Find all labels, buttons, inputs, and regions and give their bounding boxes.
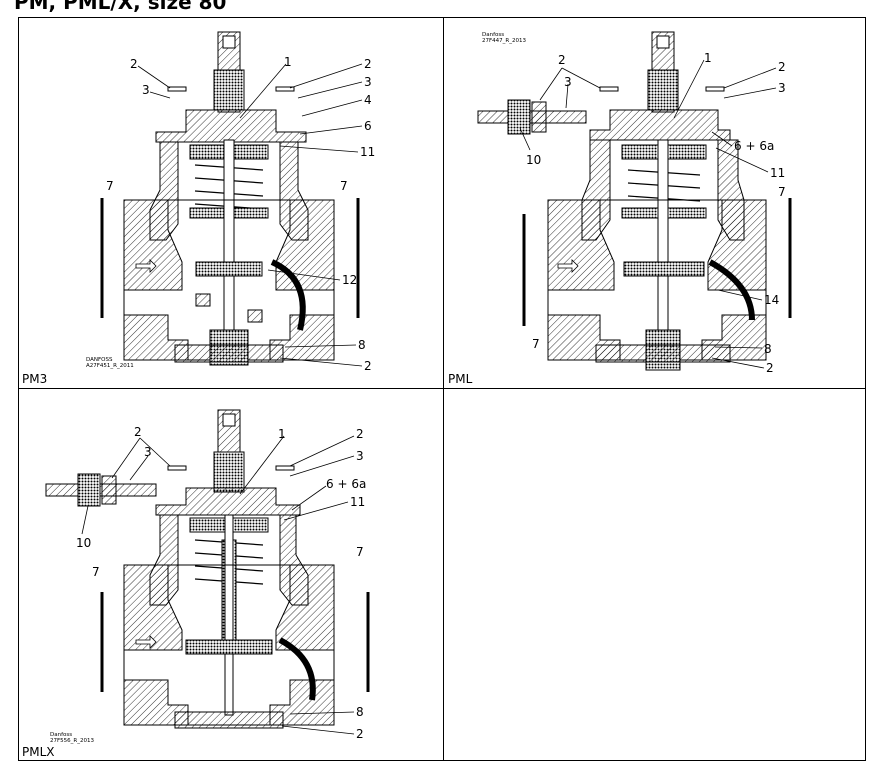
pm3-callout-7b: 7 — [340, 179, 348, 193]
pmlx-callout-3a: 3 — [356, 449, 364, 463]
pml-callout-11: 11 — [770, 166, 785, 180]
pm3-callout-3b: 3 — [142, 83, 150, 97]
pml-callout-7b: 7 — [778, 185, 786, 199]
pml-callout-14: 14 — [764, 293, 779, 307]
pmlx-callout-2a: 2 — [356, 427, 364, 441]
valve-pmlx: 1 2 3 6 + 6a 11 8 2 2 3 10 7 7 — [45, 409, 370, 741]
pml-callout-3b: 3 — [564, 75, 572, 89]
pm3-callout-3a: 3 — [364, 75, 372, 89]
panel-label-pmlx: PMLX — [22, 745, 55, 759]
figure-grid — [18, 17, 866, 761]
pmlx-credit: Danfoss 27F556_R_2013 — [50, 732, 94, 744]
panel-label-pml: PML — [448, 372, 473, 386]
pm3-callout-12: 12 — [342, 273, 357, 287]
pm3-callout-1: 1 — [284, 55, 292, 69]
pmlx-callout-8: 8 — [356, 705, 364, 719]
pmlx-credit-line2: 27F556_R_2013 — [50, 738, 94, 744]
pml-credit-line1: Danfoss — [482, 32, 505, 38]
pm3-callout-11: 11 — [360, 145, 375, 159]
pmlx-callout-11: 11 — [350, 495, 365, 509]
pm3-credit-line2: A27F451_R_2011 — [86, 363, 134, 369]
pm3-callout-2b: 2 — [130, 57, 138, 71]
pmlx-credit-line1: Danfoss — [50, 732, 73, 738]
pml-callout-3a: 3 — [778, 81, 786, 95]
grid-divider-horizontal — [18, 388, 866, 389]
pmlx-callout-10: 10 — [76, 536, 91, 550]
pml-callout-6-6a: 6 + 6a — [734, 139, 774, 153]
page-title: PM, PML/X, size 80 — [14, 0, 227, 14]
pml-callout-2b: 2 — [558, 53, 566, 67]
pmlx-callout-2b: 2 — [134, 425, 142, 439]
pm3-callout-6: 6 — [364, 119, 372, 133]
valve-pml: 1 2 3 6 + 6a 11 14 8 2 2 3 10 7 7 — [477, 31, 792, 375]
pml-credit: Danfoss 27F447_R_2013 — [482, 32, 526, 44]
pm3-callout-4: 4 — [364, 93, 372, 107]
pm3-credit: DANFOSS A27F451_R_2011 — [86, 357, 134, 369]
pm3-credit-line1: DANFOSS — [86, 357, 113, 363]
pm3-callout-7a: 7 — [106, 179, 114, 193]
pml-callout-1: 1 — [704, 51, 712, 65]
grid-divider-vertical — [443, 17, 444, 761]
pm3-callout-8: 8 — [358, 338, 366, 352]
pml-callout-2a: 2 — [778, 60, 786, 74]
pml-callout-2c: 2 — [766, 361, 774, 375]
pmlx-callout-7a: 7 — [92, 565, 100, 579]
pmlx-callout-1: 1 — [278, 427, 286, 441]
pmlx-callout-2c: 2 — [356, 727, 364, 741]
pml-credit-line2: 27F447_R_2013 — [482, 38, 526, 44]
pml-callout-10: 10 — [526, 153, 541, 167]
pml-callout-8: 8 — [764, 342, 772, 356]
pm3-callout-2c: 2 — [364, 359, 372, 373]
pmlx-callout-3b: 3 — [144, 445, 152, 459]
valve-pm3: 1 2 3 4 6 11 12 8 2 2 3 7 7 — [100, 31, 375, 373]
panel-label-pm3: PM3 — [22, 372, 48, 386]
pml-callout-7a: 7 — [532, 337, 540, 351]
pmlx-callout-7b: 7 — [356, 545, 364, 559]
pm3-callout-2a: 2 — [364, 57, 372, 71]
pmlx-callout-6-6a: 6 + 6a — [326, 477, 366, 491]
